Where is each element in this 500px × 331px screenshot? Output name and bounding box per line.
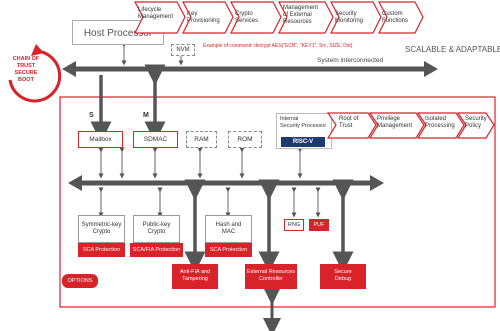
rng-label: RNG	[287, 222, 301, 228]
secure-debug-box: Secure Debug	[320, 264, 366, 289]
chevron-security-monitoring	[330, 1, 382, 34]
chain-of-trust-label: CHAIN OF TRUST SECURE BOOT	[12, 56, 40, 83]
chevron-lifecycle	[134, 1, 186, 34]
chevron-label-custom: Custom Functions	[382, 11, 409, 24]
scalable-adaptable: SCALABLE & ADAPTABLE	[405, 45, 500, 54]
sca-protection-badge-1: SCA Protection	[78, 243, 125, 257]
chevron-custom	[378, 1, 424, 34]
chevron-label-root-of-trust: Root of Trust	[339, 116, 359, 129]
s-label: S	[89, 112, 94, 119]
chevron-label-management: Management of External Resources	[283, 5, 319, 25]
rom-label: ROM	[237, 136, 253, 143]
chevron-management	[278, 1, 334, 34]
chevron-label-crypto: Crypto Services	[235, 11, 259, 24]
sdmac-box: SDMAC	[133, 131, 178, 148]
options-badge: OPTIONS	[62, 274, 98, 288]
top-chevron-row	[134, 1, 424, 34]
sdmac-label: SDMAC	[143, 136, 168, 143]
chevron-label-privilege: Privilege Management	[377, 116, 413, 129]
puf-label: PUF	[313, 222, 325, 228]
chevron-policy	[456, 112, 495, 139]
riscv-logo: RISC-V	[281, 137, 325, 147]
scafia-protection-badge: SCA/FIA Protection	[130, 243, 183, 257]
chevron-isolated	[416, 112, 465, 139]
chevron-crypto	[230, 1, 282, 34]
puf-box: PUF	[309, 219, 329, 231]
chevron-root-of-trust	[326, 112, 377, 139]
nvm-box: NVM	[171, 44, 195, 56]
symmetric-crypto-box: Symmetric-key Crypto	[78, 215, 125, 243]
sca-protection-badge-2: SCA Protection	[205, 243, 252, 257]
chevron-label-key: Key Provisioning	[187, 11, 220, 24]
external-controller-box: External Resources Controller	[245, 264, 297, 289]
nvm-label: NVM	[176, 47, 190, 53]
mailbox-label: Mailbox	[89, 136, 112, 143]
chevron-key	[182, 1, 234, 34]
system-bus	[62, 61, 438, 77]
system-bus-label: System interconnected	[317, 57, 384, 64]
mailbox-box: Mailbox	[78, 131, 123, 148]
chevron-label-isolated: Isolated Processing	[425, 116, 455, 129]
ram-label: RAM	[194, 136, 209, 143]
riscv-label: RISC-V	[292, 139, 314, 145]
hash-mac-box: Hash and MAC	[205, 215, 252, 243]
chevron-label-security-monitoring: Security Monitoring	[335, 11, 364, 24]
chevron-label-policy: Security Policy	[465, 116, 487, 129]
host-processor-label: Host Processor	[83, 28, 153, 39]
internal-processor-label: Internal Security Processor	[280, 116, 327, 129]
chevron-privilege	[368, 112, 425, 139]
chevron-label-lifecycle: Lifecycle Management	[138, 7, 174, 20]
example-command: Example of command: decrypt AES("ECB", "…	[203, 43, 353, 49]
m-label: M	[143, 112, 149, 119]
rng-box: RNG	[284, 219, 304, 231]
chain-of-trust-arrow	[8, 44, 62, 103]
publickey-crypto-box: Public-key Crypto	[133, 215, 180, 243]
internal-processor-box: Internal Security Processor RISC-V	[276, 113, 332, 149]
anti-fia-box: Anti-FIA and Tampering	[172, 264, 218, 289]
right-chevron-row	[326, 112, 495, 139]
internal-bus	[68, 175, 384, 191]
ram-box: RAM	[186, 131, 217, 148]
rom-box: ROM	[228, 131, 262, 148]
